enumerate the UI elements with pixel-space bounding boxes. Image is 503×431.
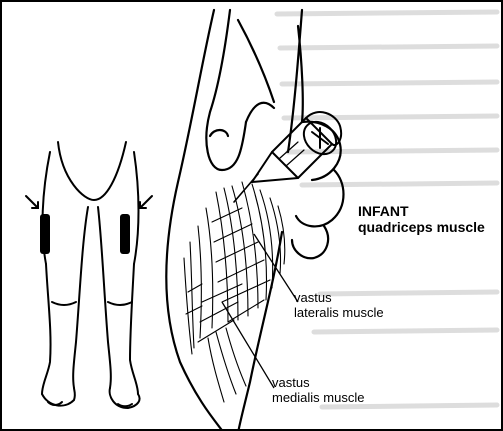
callout-lateralis-line-1: vastus [294,291,384,306]
infant-legs-figure [42,142,140,408]
callout-leader-lines [222,234,298,388]
syringe-icon [234,112,343,202]
title-line-1: INFANT [358,204,485,220]
title-line-2: quadriceps muscle [358,220,485,236]
callout-vastus-lateralis: vastus lateralis muscle [294,291,384,320]
callout-medialis-line-2: medialis muscle [272,391,364,406]
callout-medialis-line-1: vastus [272,376,364,391]
callout-lateralis-line-2: lateralis muscle [294,306,384,321]
figure-title: INFANT quadriceps muscle [358,204,485,235]
thigh-closeup [166,10,343,431]
callout-vastus-medialis: vastus medialis muscle [272,376,364,405]
